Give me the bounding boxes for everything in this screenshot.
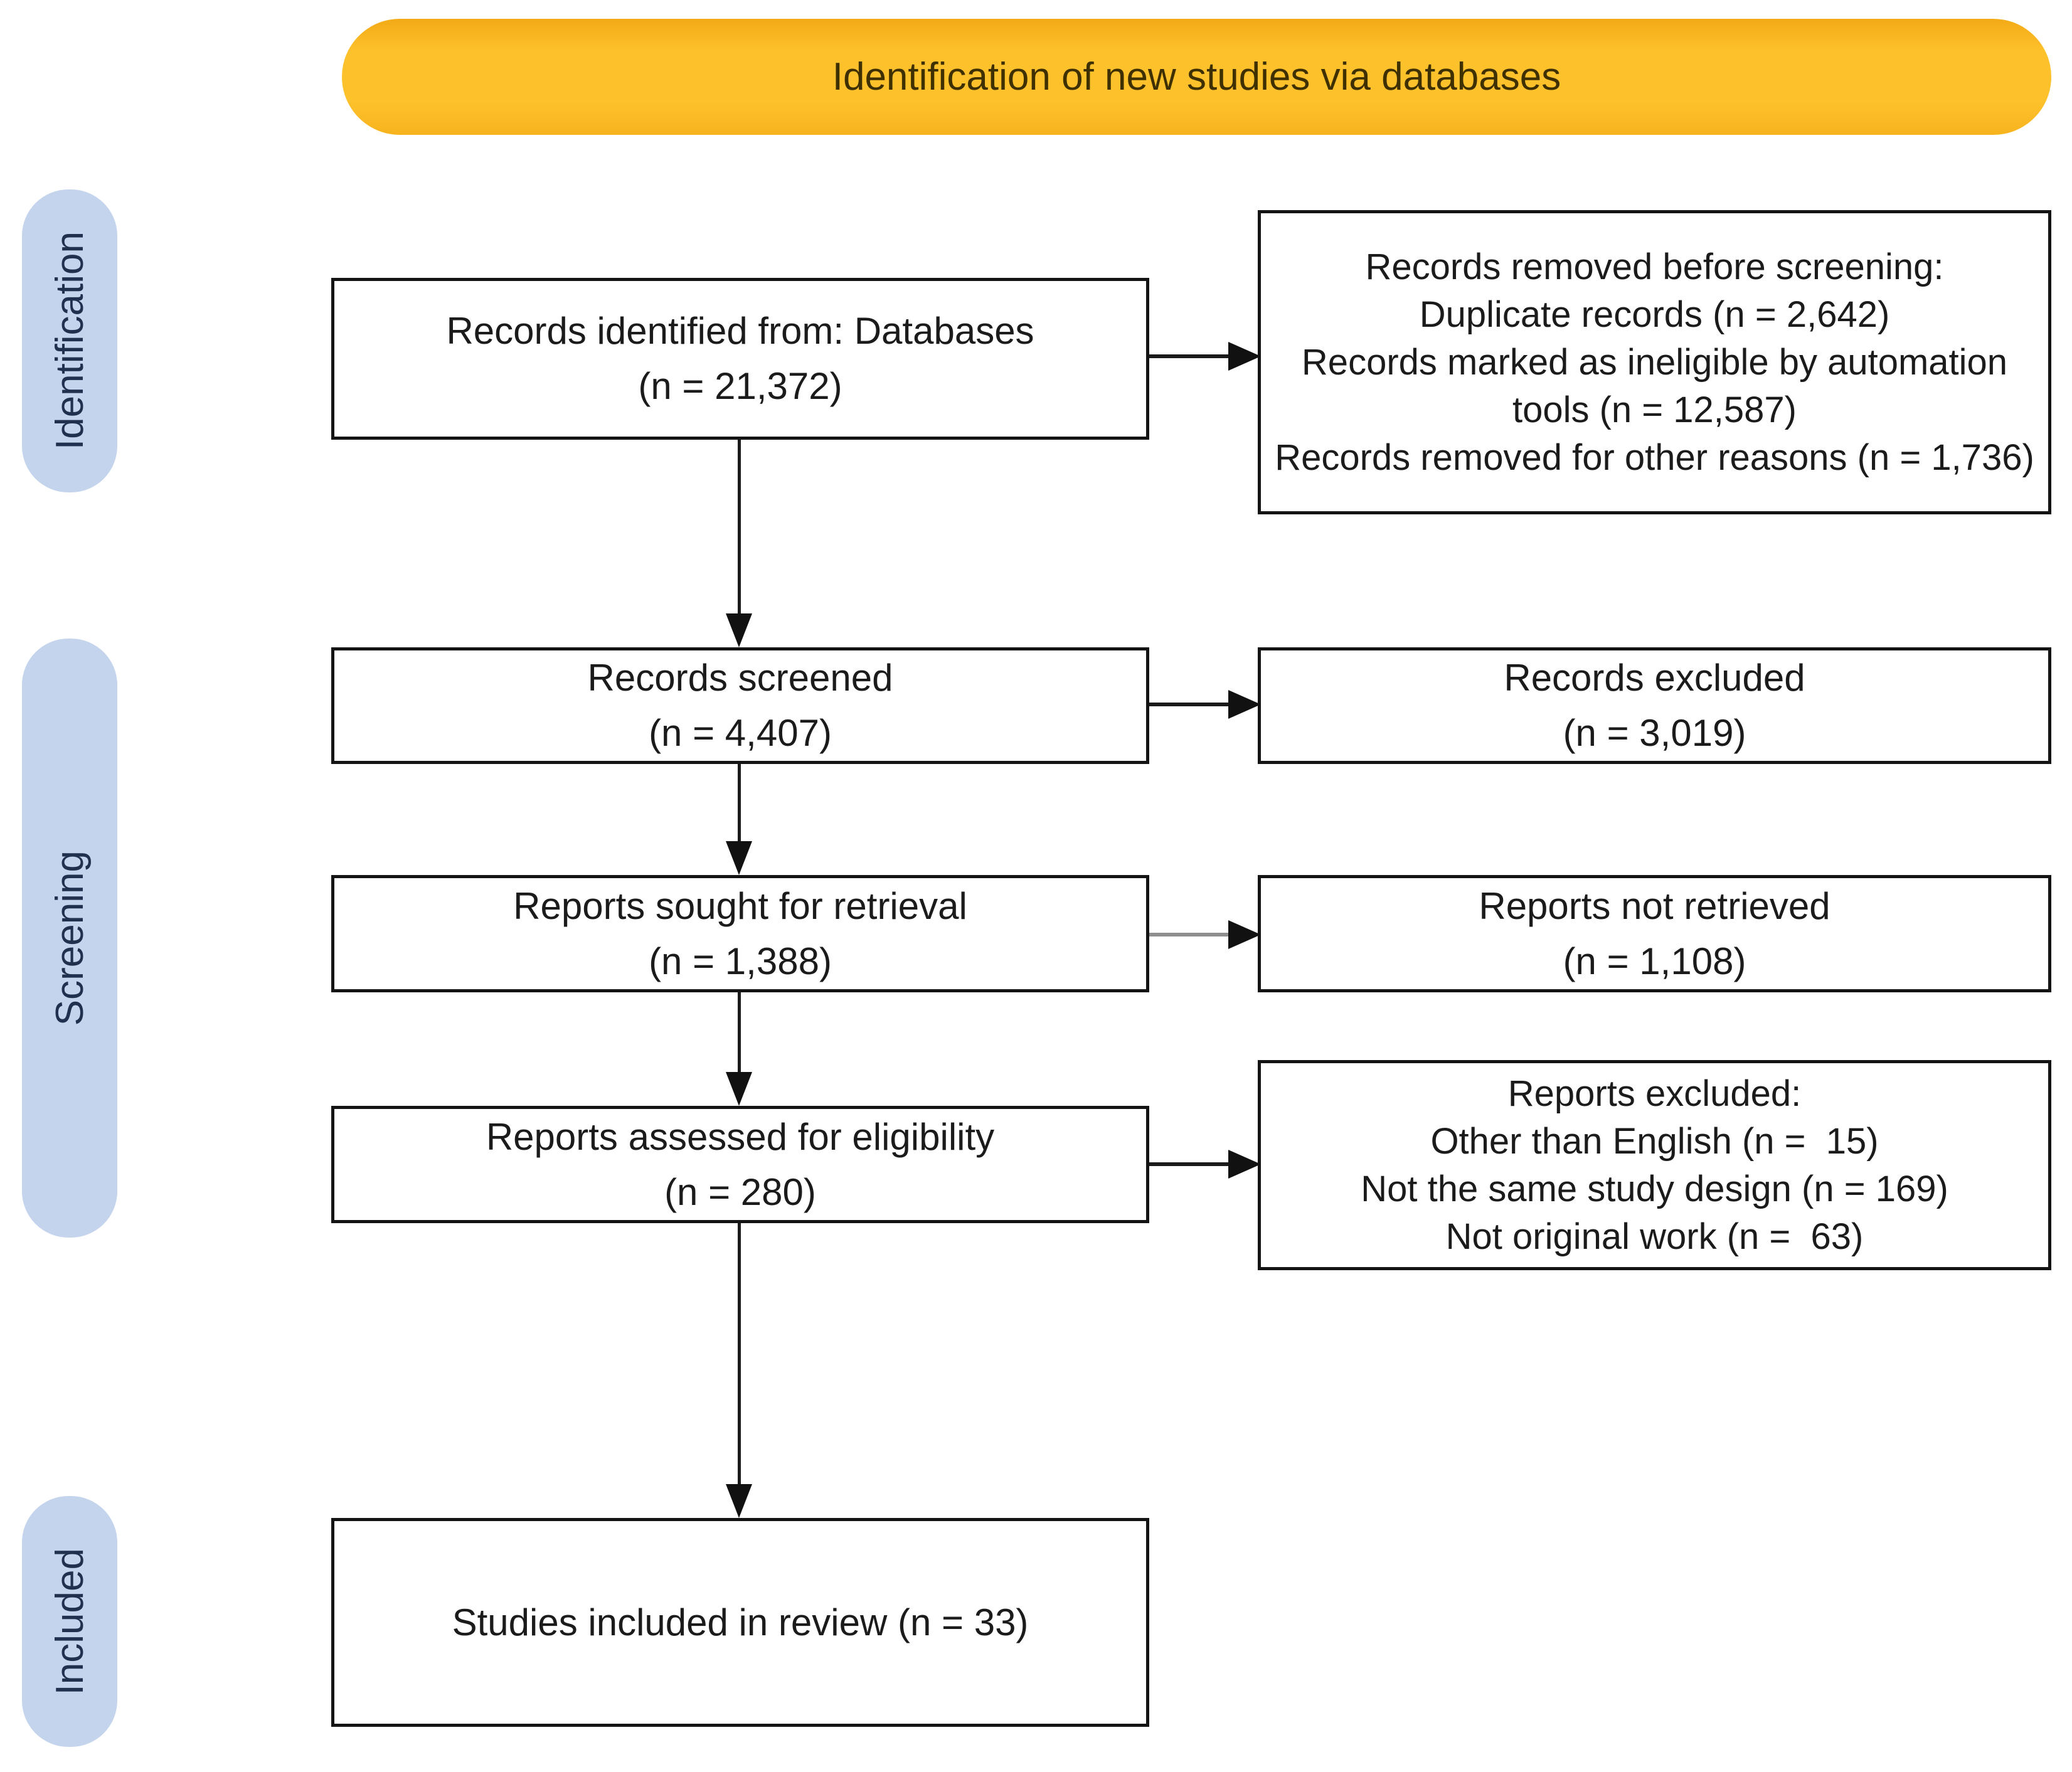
box-records-removed-item-duplicates: Duplicate records (n = 2,642) [1419,294,1890,335]
box-records-identified-line1: Records identified from: Databases [446,310,1034,352]
box-records-excluded-count: (n = 3,019) [1563,712,1746,754]
arrow-shaft [738,440,741,616]
arrow-shaft [1149,354,1230,358]
box-reports-assessed: Reports assessed for eligibility (n = 28… [331,1106,1149,1223]
box-records-screened: Records screened (n = 4,407) [331,647,1149,764]
box-reports-excluded-title: Reports excluded: [1507,1073,1802,1114]
arrow-head-right-icon [1228,690,1261,719]
box-reports-assessed-line1: Reports assessed for eligibility [486,1115,995,1158]
arrow-head-right-icon [1228,342,1261,371]
stage-label-included: Included [22,1496,117,1747]
arrow-assessed-to-reports-excluded [1149,1150,1261,1179]
box-records-screened-count: (n = 4,407) [649,712,832,754]
box-studies-included-line1: Studies included in review (n = 33) [452,1601,1029,1643]
arrow-shaft [738,764,741,844]
box-reports-excluded-item-original: Not original work (n = 63) [1445,1216,1864,1257]
box-records-removed-title: Records removed before screening: [1365,246,1944,287]
arrow-shaft [738,1223,741,1487]
box-reports-excluded-item-design: Not the same study design (n = 169) [1361,1168,1948,1209]
arrow-head-down-icon [726,1072,752,1106]
box-records-excluded: Records excluded (n = 3,019) [1258,647,2051,764]
box-records-screened-line1: Records screened [587,657,893,699]
arrow-head-right-icon [1228,1150,1261,1179]
stage-label-screening-text: Screening [48,850,92,1026]
box-records-removed-item-automation: Records marked as ineligible by automati… [1301,341,2018,430]
arrow-shaft [1149,1162,1230,1166]
box-reports-not-retrieved: Reports not retrieved (n = 1,108) [1258,875,2051,992]
box-reports-excluded: Reports excluded: Other than English (n … [1258,1060,2051,1270]
stage-label-included-text: Included [48,1547,92,1695]
arrow-shaft [1149,703,1230,706]
box-reports-not-retrieved-count: (n = 1,108) [1563,940,1746,982]
box-records-identified-count: (n = 21,372) [638,365,842,407]
stage-label-identification: Identification [22,189,117,492]
stage-label-screening: Screening [22,639,117,1238]
box-reports-sought: Reports sought for retrieval (n = 1,388) [331,875,1149,992]
box-records-removed-before-screening: Records removed before screening: Duplic… [1258,210,2051,514]
box-reports-not-retrieved-line1: Reports not retrieved [1479,884,1830,927]
arrow-assessed-to-included [726,1223,752,1518]
banner: Identification of new studies via databa… [342,19,2051,135]
arrow-identified-to-removed [1149,342,1261,371]
box-reports-sought-line1: Reports sought for retrieval [513,884,967,927]
arrow-head-down-icon [726,613,752,647]
arrow-screened-to-sought [726,764,752,875]
arrow-sought-to-not-retrieved [1149,920,1261,949]
arrow-screened-to-excluded [1149,690,1261,719]
box-records-removed-item-other: Records removed for other reasons (n = 1… [1275,437,2034,478]
box-studies-included: Studies included in review (n = 33) [331,1518,1149,1727]
box-reports-sought-count: (n = 1,388) [649,940,832,982]
arrow-identified-to-screened [726,440,752,647]
arrow-head-right-icon [1228,920,1261,949]
arrow-head-down-icon [726,1484,752,1518]
arrow-head-down-icon [726,841,752,875]
box-reports-assessed-count: (n = 280) [664,1170,816,1213]
arrow-shaft [738,992,741,1074]
box-reports-excluded-item-english: Other than English (n = 15) [1430,1120,1879,1162]
arrow-shaft [1149,933,1230,936]
box-records-excluded-line1: Records excluded [1504,657,1805,699]
box-records-identified: Records identified from: Databases (n = … [331,278,1149,440]
stage-label-identification-text: Identification [48,231,92,450]
banner-title: Identification of new studies via databa… [832,55,1561,98]
arrow-sought-to-assessed [726,992,752,1106]
